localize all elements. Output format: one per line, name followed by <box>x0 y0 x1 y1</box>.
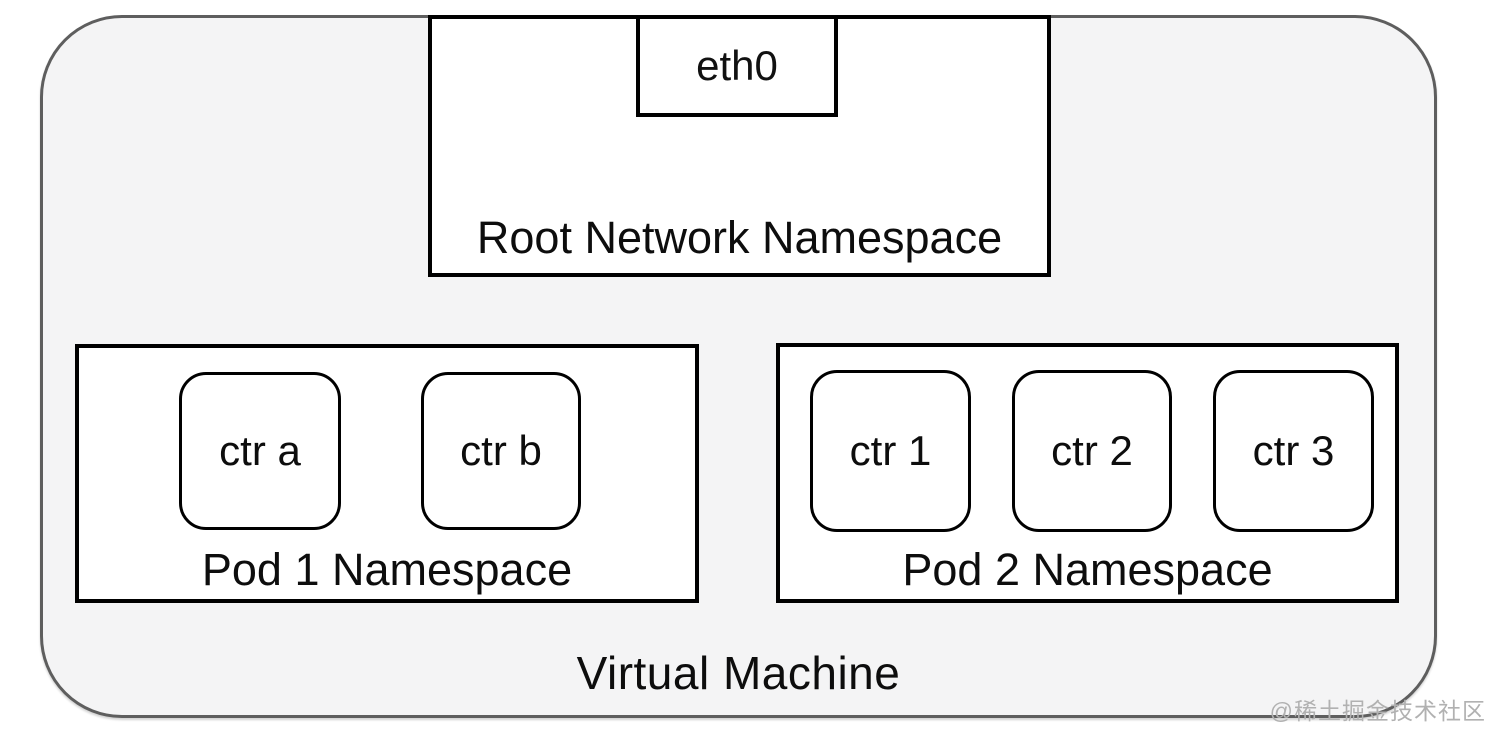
pod-2-namespace-box: ctr 1 ctr 2 ctr 3 Pod 2 Namespace <box>776 343 1399 603</box>
container-label-ctr-3: ctr 3 <box>1252 427 1335 474</box>
container-label-ctr-a: ctr a <box>219 427 301 474</box>
virtual-machine-label: Virtual Machine <box>576 647 901 700</box>
container-box-ctr-3: ctr 3 <box>1213 370 1374 532</box>
container-label-ctr-1: ctr 1 <box>849 427 932 474</box>
container-box-ctr-a: ctr a <box>179 372 341 530</box>
container-box-ctr-b: ctr b <box>421 372 581 530</box>
container-box-ctr-2: ctr 2 <box>1012 370 1172 532</box>
watermark: @稀土掘金技术社区 <box>1269 698 1486 725</box>
container-box-ctr-1: ctr 1 <box>810 370 971 532</box>
root-network-namespace-label: Root Network Namespace <box>476 212 1003 264</box>
container-label-ctr-b: ctr b <box>460 427 542 474</box>
container-label-ctr-2: ctr 2 <box>1051 427 1133 474</box>
pod-2-namespace-label: Pod 2 Namespace <box>902 544 1273 596</box>
eth0-interface-box: eth0 <box>636 15 838 117</box>
pod-1-namespace-box: ctr a ctr b Pod 1 Namespace <box>75 344 699 603</box>
pod-1-namespace-label: Pod 1 Namespace <box>201 544 573 596</box>
eth0-label: eth0 <box>696 42 778 89</box>
